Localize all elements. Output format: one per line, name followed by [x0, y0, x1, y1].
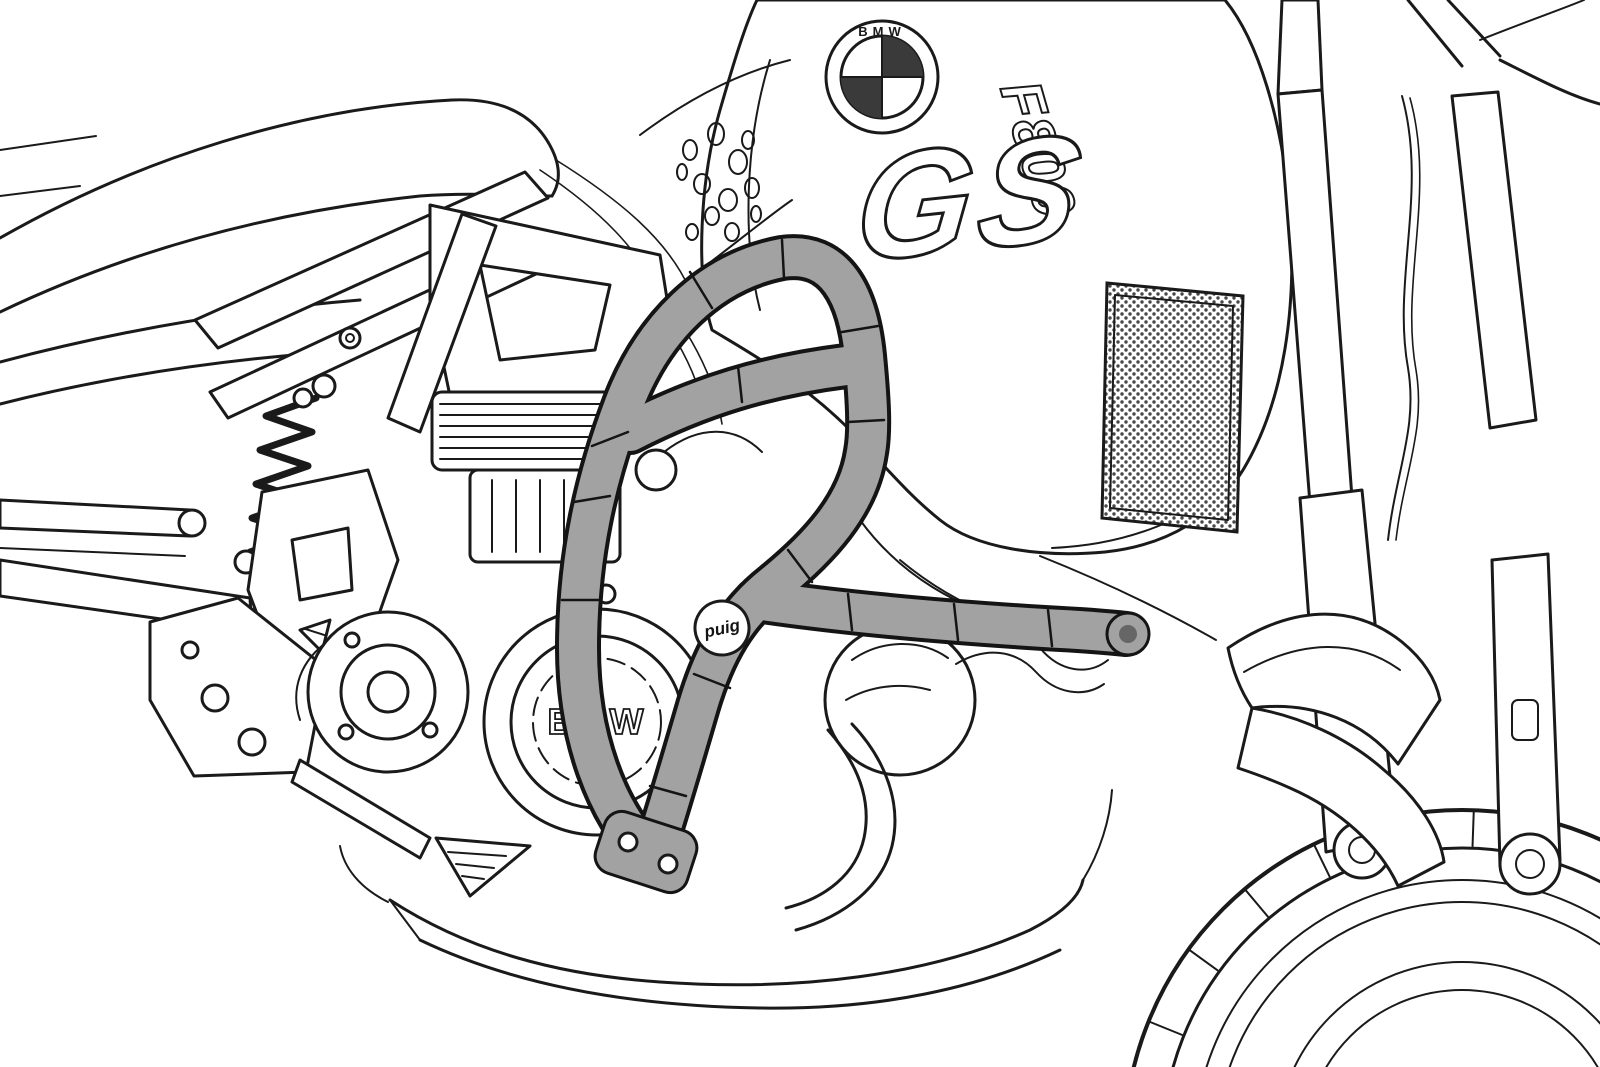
fork-stanchion-far — [1450, 90, 1538, 430]
exhaust-header-inner — [784, 728, 868, 910]
roundel-quadrant-sw — [841, 77, 882, 118]
skidplate-bottom-edge — [418, 938, 1062, 1010]
axle-cap-far — [1498, 832, 1562, 896]
footpeg-assembly — [148, 596, 532, 898]
mount-bolt-2 — [657, 853, 679, 875]
vent-hole-pattern — [639, 59, 793, 271]
fork-reflector — [1511, 699, 1539, 741]
tail-line-1 — [0, 135, 97, 151]
roundel-quadrant-ne — [882, 36, 923, 77]
tire-outer — [1131, 808, 1600, 1067]
brake-disc-outer — [1293, 961, 1600, 1067]
seat-and-tail-section — [0, 98, 560, 406]
exhaust-and-skidplate — [339, 722, 1113, 1010]
throttle-body — [634, 448, 678, 492]
brake-disc-inner — [1325, 989, 1599, 1067]
radiator-core — [1100, 281, 1245, 534]
roundel-rim-text: BMW — [858, 24, 906, 39]
seat-nose — [546, 140, 560, 198]
front-fender — [1226, 612, 1446, 888]
brake-lever-arm — [290, 758, 432, 860]
skidplate-top-edge — [388, 878, 1085, 987]
crashbar-crossbar — [737, 581, 1145, 653]
engine-crash-bar: puig — [555, 234, 1151, 895]
bmw-roundel: BMW — [824, 19, 940, 135]
brake-hose — [1387, 95, 1413, 541]
frame-bolt-1-inner — [345, 333, 355, 343]
rail-end-cap — [177, 508, 207, 538]
fork-stanchion-near-top — [1276, 0, 1324, 96]
radiator-frame — [1109, 294, 1234, 521]
bracket-bolt — [180, 640, 200, 660]
coolant-hose-2 — [955, 651, 1105, 694]
frame-bolt-2 — [292, 387, 314, 409]
front-downtube — [386, 212, 498, 434]
rim-outer — [1205, 879, 1600, 1067]
bracket-hole-1 — [200, 683, 230, 713]
mount-bolt-1 — [617, 831, 639, 853]
puig-badge-disc — [693, 599, 751, 657]
fork-slider-far — [1490, 552, 1562, 868]
crashbar-inner-tube — [611, 347, 865, 451]
radiator — [1100, 281, 1245, 534]
frame-bolt-1 — [338, 326, 362, 350]
tube-segment-marks — [560, 238, 1054, 798]
series-text: GS — [849, 101, 1094, 295]
tire-inner — [1171, 846, 1600, 1067]
rim-inner — [1228, 901, 1600, 1067]
exhaust-header-outer — [794, 722, 897, 932]
crashbar-end-cap-bore — [1119, 625, 1137, 643]
puig-badge: puig — [693, 599, 751, 657]
fender-upper — [1226, 612, 1442, 766]
left-frame-rail — [0, 498, 192, 538]
sprocket-cover — [306, 610, 470, 774]
fender-lower-blade — [1236, 706, 1446, 888]
tail-line-2 — [0, 185, 81, 197]
fairing-lower-edge — [1039, 555, 1217, 641]
shock-top-eye — [311, 373, 337, 399]
seat-top-edge — [0, 98, 550, 240]
bracket-hole-2 — [237, 727, 267, 757]
